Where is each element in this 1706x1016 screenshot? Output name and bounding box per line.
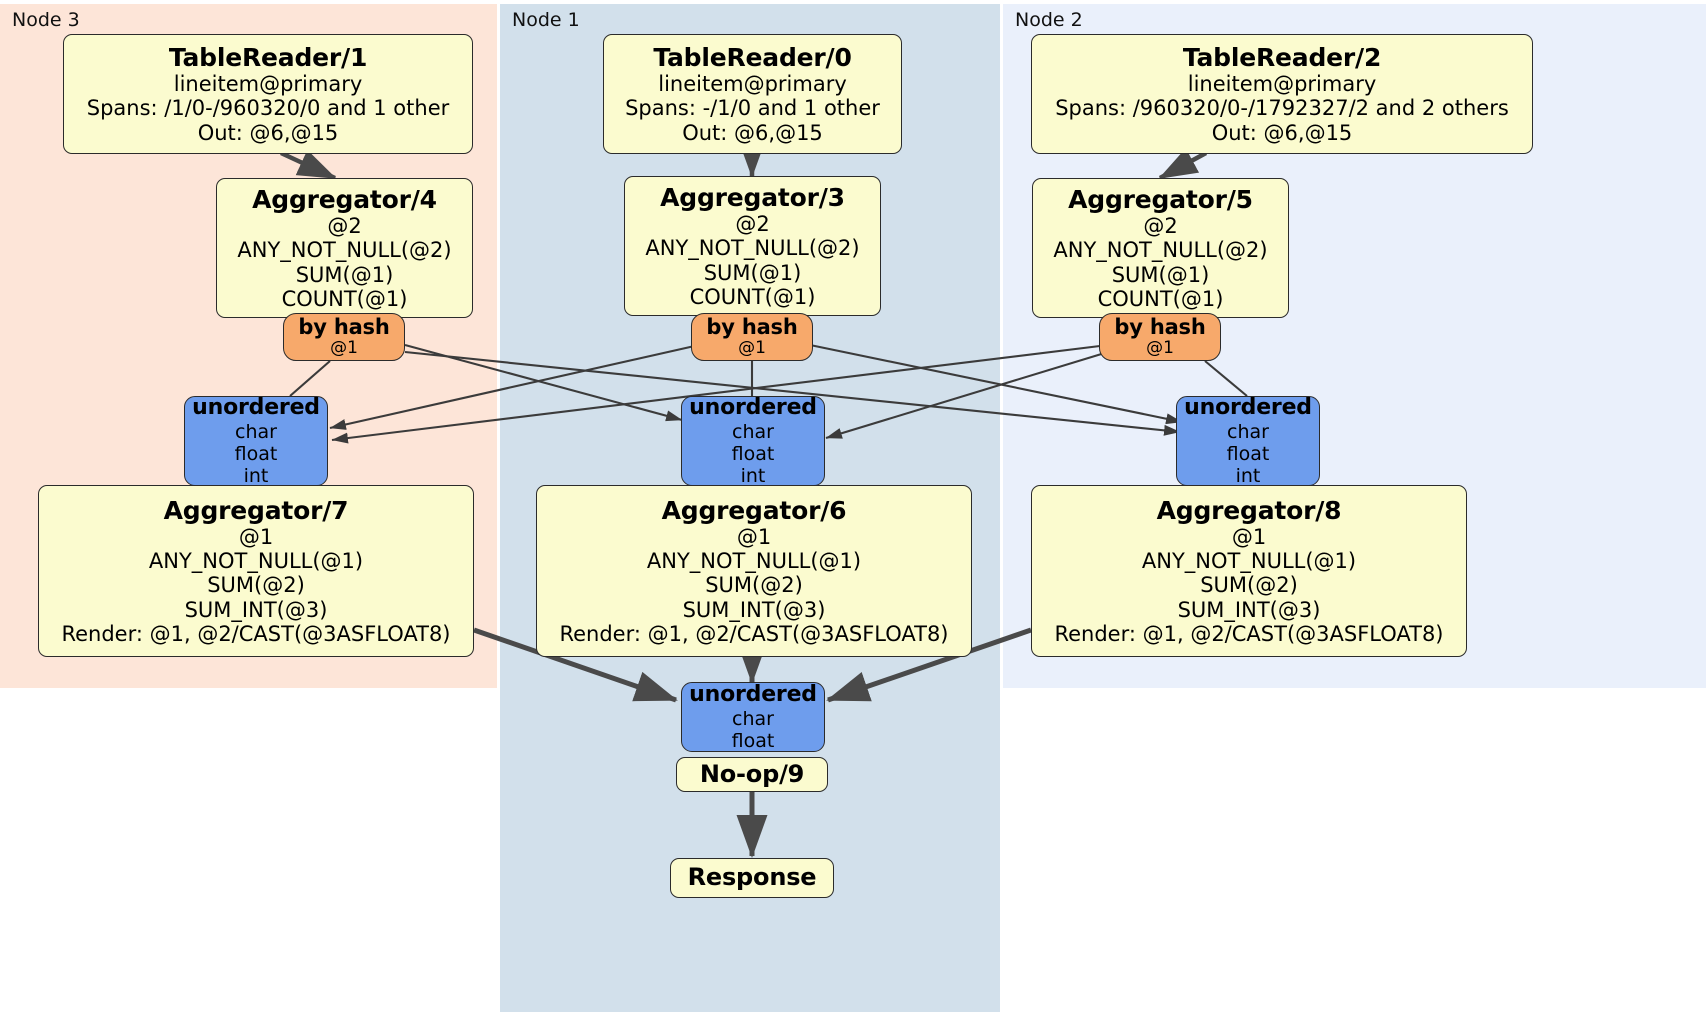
aggregator-4-title: Aggregator/4 <box>252 184 437 214</box>
aggregator-8-line-5: Render: @1, @2/CAST(@3ASFLOAT8) <box>1054 622 1444 647</box>
stream-unordered-left-title: unordered <box>192 395 320 421</box>
aggregator-6-line-2: ANY_NOT_NULL(@1) <box>646 548 862 573</box>
stream-unordered-final-title: unordered <box>689 682 817 708</box>
aggregator-7-line-4: SUM_INT(@3) <box>184 597 328 622</box>
stream-unordered-middle-line-1: char <box>732 420 774 443</box>
tablereader-2-title: TableReader/2 <box>1182 42 1382 72</box>
tablereader-1-line-2: Spans: /1/0-/960320/0 and 1 other <box>86 96 450 121</box>
stream-unordered-right-title: unordered <box>1184 395 1312 421</box>
response-node[interactable]: Response <box>670 858 834 898</box>
hash-router-right-line-1: @1 <box>1146 338 1174 359</box>
tablereader-1-title: TableReader/1 <box>168 42 368 72</box>
aggregator-8-line-3: SUM(@2) <box>1200 573 1298 598</box>
aggregator-5-line-1: @2 <box>1143 213 1178 238</box>
aggregator-8-line-2: ANY_NOT_NULL(@1) <box>1141 548 1357 573</box>
aggregator-7-line-5: Render: @1, @2/CAST(@3ASFLOAT8) <box>61 622 451 647</box>
aggregator-3-node[interactable]: Aggregator/3 @2 ANY_NOT_NULL(@2) SUM(@1)… <box>624 176 881 316</box>
stream-unordered-final[interactable]: unordered char float <box>681 682 825 752</box>
aggregator-3-line-3: SUM(@1) <box>703 260 802 285</box>
tablereader-0-line-2: Spans: -/1/0 and 1 other <box>625 96 880 121</box>
aggregator-6-title: Aggregator/6 <box>661 495 847 525</box>
stream-unordered-right-line-1: char <box>1227 420 1269 443</box>
tablereader-0-title: TableReader/0 <box>653 42 852 72</box>
stream-unordered-right[interactable]: unordered char float int <box>1176 395 1320 487</box>
hash-router-right-title: by hash <box>1114 314 1206 339</box>
aggregator-5-line-2: ANY_NOT_NULL(@2) <box>1053 238 1268 263</box>
aggregator-4-line-1: @2 <box>327 213 362 238</box>
stream-unordered-left[interactable]: unordered char float int <box>184 395 328 487</box>
stream-unordered-middle-title: unordered <box>689 395 817 421</box>
aggregator-8-title: Aggregator/8 <box>1156 495 1342 525</box>
stream-unordered-left-line-2: float <box>234 442 278 465</box>
hash-router-right[interactable]: by hash @1 <box>1099 313 1221 361</box>
aggregator-3-title: Aggregator/3 <box>660 182 845 212</box>
aggregator-6-line-5: Render: @1, @2/CAST(@3ASFLOAT8) <box>559 622 949 647</box>
aggregator-7-node[interactable]: Aggregator/7 @1 ANY_NOT_NULL(@1) SUM(@2)… <box>38 485 474 657</box>
hash-router-middle[interactable]: by hash @1 <box>691 313 813 361</box>
tablereader-0-node[interactable]: TableReader/0 lineitem@primary Spans: -/… <box>603 34 902 154</box>
stream-unordered-left-line-3: int <box>243 464 269 487</box>
response-title: Response <box>687 863 817 892</box>
stream-unordered-middle[interactable]: unordered char float int <box>681 395 825 487</box>
aggregator-4-node[interactable]: Aggregator/4 @2 ANY_NOT_NULL(@2) SUM(@1)… <box>216 178 473 318</box>
stream-unordered-middle-line-2: float <box>731 442 775 465</box>
tablereader-1-node[interactable]: TableReader/1 lineitem@primary Spans: /1… <box>63 34 473 154</box>
tablereader-0-line-1: lineitem@primary <box>658 71 847 96</box>
aggregator-3-line-1: @2 <box>735 211 770 236</box>
stream-unordered-right-line-2: float <box>1226 442 1270 465</box>
hash-router-middle-line-1: @1 <box>738 338 766 359</box>
aggregator-4-line-2: ANY_NOT_NULL(@2) <box>237 238 452 263</box>
aggregator-8-node[interactable]: Aggregator/8 @1 ANY_NOT_NULL(@1) SUM(@2)… <box>1031 485 1467 657</box>
tablereader-1-line-1: lineitem@primary <box>173 71 363 96</box>
aggregator-7-line-3: SUM(@2) <box>207 573 305 598</box>
aggregator-6-line-4: SUM_INT(@3) <box>682 597 826 622</box>
stream-unordered-right-line-3: int <box>1235 464 1261 487</box>
tablereader-2-line-1: lineitem@primary <box>1187 71 1377 96</box>
noop-9-node[interactable]: No-op/9 <box>676 757 828 792</box>
aggregator-5-node[interactable]: Aggregator/5 @2 ANY_NOT_NULL(@2) SUM(@1)… <box>1032 178 1289 318</box>
aggregator-7-line-1: @1 <box>238 524 274 549</box>
noop-9-title: No-op/9 <box>699 759 805 788</box>
aggregator-5-line-3: SUM(@1) <box>1111 262 1210 287</box>
panel-node-2-label: Node 2 <box>1015 9 1083 31</box>
tablereader-2-line-3: Out: @6,@15 <box>1211 120 1353 145</box>
stream-unordered-left-line-1: char <box>235 420 277 443</box>
aggregator-5-line-4: COUNT(@1) <box>1097 286 1224 311</box>
aggregator-6-node[interactable]: Aggregator/6 @1 ANY_NOT_NULL(@1) SUM(@2)… <box>536 485 972 657</box>
stream-unordered-middle-line-3: int <box>740 464 766 487</box>
aggregator-4-line-4: COUNT(@1) <box>281 286 408 311</box>
aggregator-6-line-1: @1 <box>736 524 772 549</box>
hash-router-left-line-1: @1 <box>330 338 358 359</box>
aggregator-3-line-4: COUNT(@1) <box>689 284 816 309</box>
tablereader-2-line-2: Spans: /960320/0-/1792327/2 and 2 others <box>1055 96 1509 121</box>
panel-node-3-label: Node 3 <box>12 9 80 31</box>
aggregator-7-line-2: ANY_NOT_NULL(@1) <box>148 548 364 573</box>
tablereader-2-node[interactable]: TableReader/2 lineitem@primary Spans: /9… <box>1031 34 1533 154</box>
hash-router-left-title: by hash <box>298 314 390 339</box>
panel-node-1-label: Node 1 <box>512 9 580 31</box>
aggregator-4-line-3: SUM(@1) <box>295 262 394 287</box>
aggregator-6-line-3: SUM(@2) <box>705 573 803 598</box>
tablereader-1-line-3: Out: @6,@15 <box>197 120 339 145</box>
stream-unordered-final-line-1: char <box>732 707 774 730</box>
aggregator-7-title: Aggregator/7 <box>163 495 349 525</box>
stream-unordered-final-line-2: float <box>731 729 775 752</box>
aggregator-8-line-1: @1 <box>1231 524 1267 549</box>
tablereader-0-line-3: Out: @6,@15 <box>682 120 823 145</box>
aggregator-8-line-4: SUM_INT(@3) <box>1177 597 1321 622</box>
hash-router-left[interactable]: by hash @1 <box>283 313 405 361</box>
hash-router-middle-title: by hash <box>706 314 798 339</box>
aggregator-3-line-2: ANY_NOT_NULL(@2) <box>645 236 860 261</box>
aggregator-5-title: Aggregator/5 <box>1068 184 1253 214</box>
